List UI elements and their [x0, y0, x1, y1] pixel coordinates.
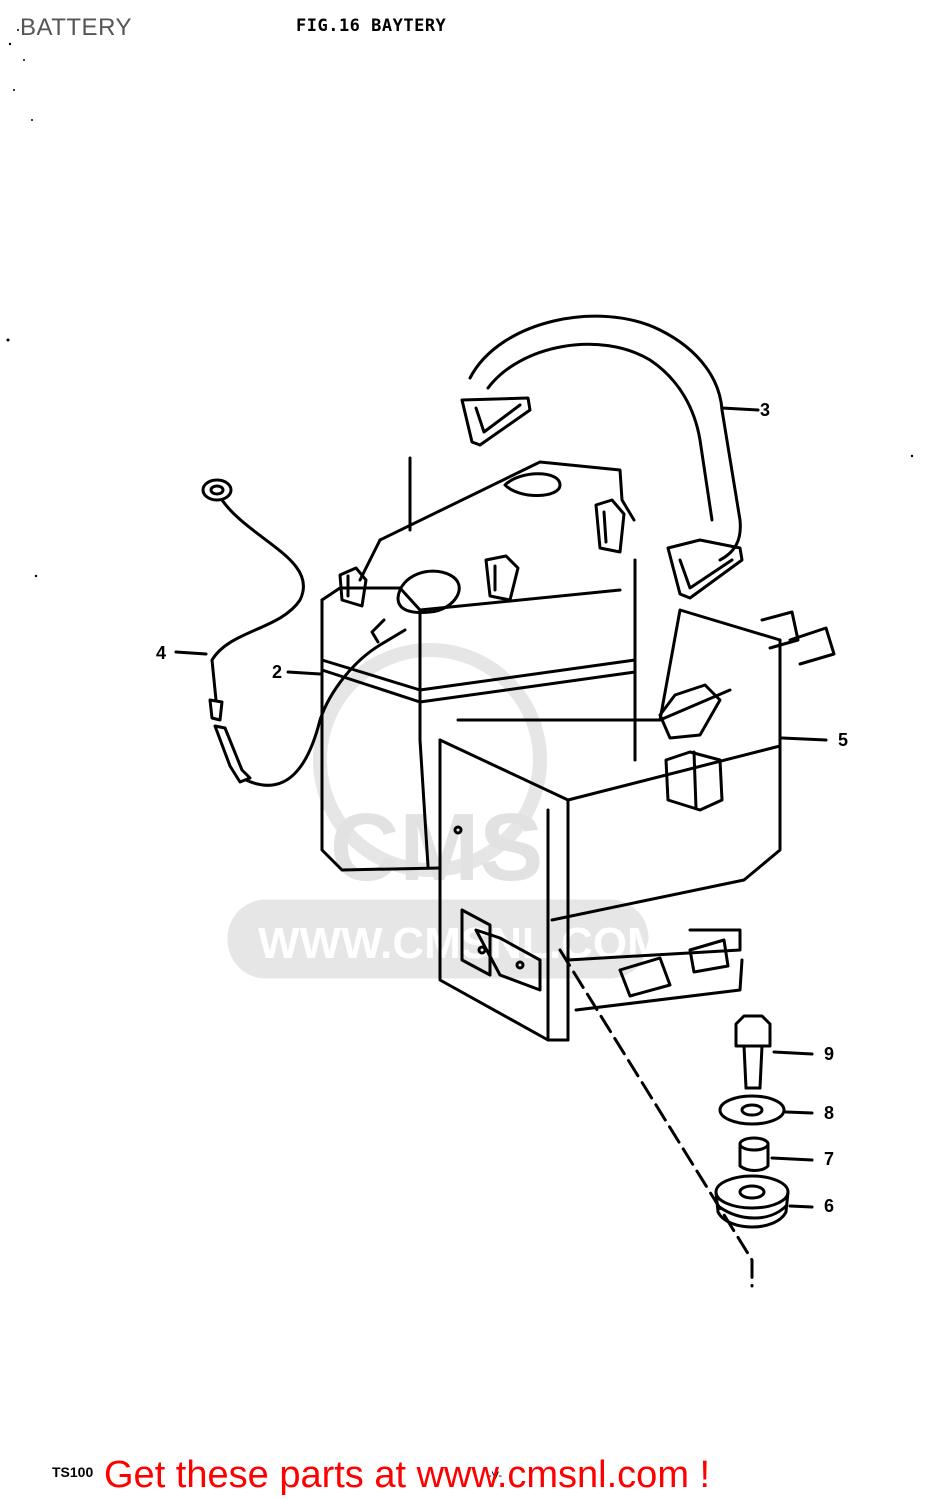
battery-terminals — [338, 498, 626, 608]
battery — [320, 460, 637, 872]
page-title: BATTERY — [20, 14, 132, 41]
collar — [738, 1136, 814, 1172]
mounting-leader — [558, 948, 754, 1288]
callout-6: 6 — [824, 1196, 835, 1216]
callout-9: 9 — [824, 1044, 835, 1064]
bolt — [734, 1014, 814, 1090]
callout-3: 3 — [760, 400, 771, 420]
callout-2: 2 — [272, 662, 283, 682]
page-mark: -V- — [488, 1470, 503, 1482]
promo-link[interactable]: Get these parts at www.cmsnl.com ! — [104, 1454, 711, 1496]
figure-title: FIG.16 BAYTERY — [296, 16, 447, 36]
grommet — [714, 1174, 814, 1229]
washer — [718, 1094, 814, 1126]
watermark-brand: CMS — [330, 794, 543, 901]
battery-wire — [174, 478, 407, 787]
battery-strap — [460, 314, 760, 600]
callout-4: 4 — [156, 643, 167, 663]
callout-5: 5 — [838, 730, 849, 750]
model-code: TS100 — [52, 1464, 94, 1480]
scan-noise — [6, 29, 914, 578]
battery-holder — [438, 608, 836, 1042]
callout-7: 7 — [824, 1149, 835, 1169]
callout-8: 8 — [824, 1103, 835, 1123]
